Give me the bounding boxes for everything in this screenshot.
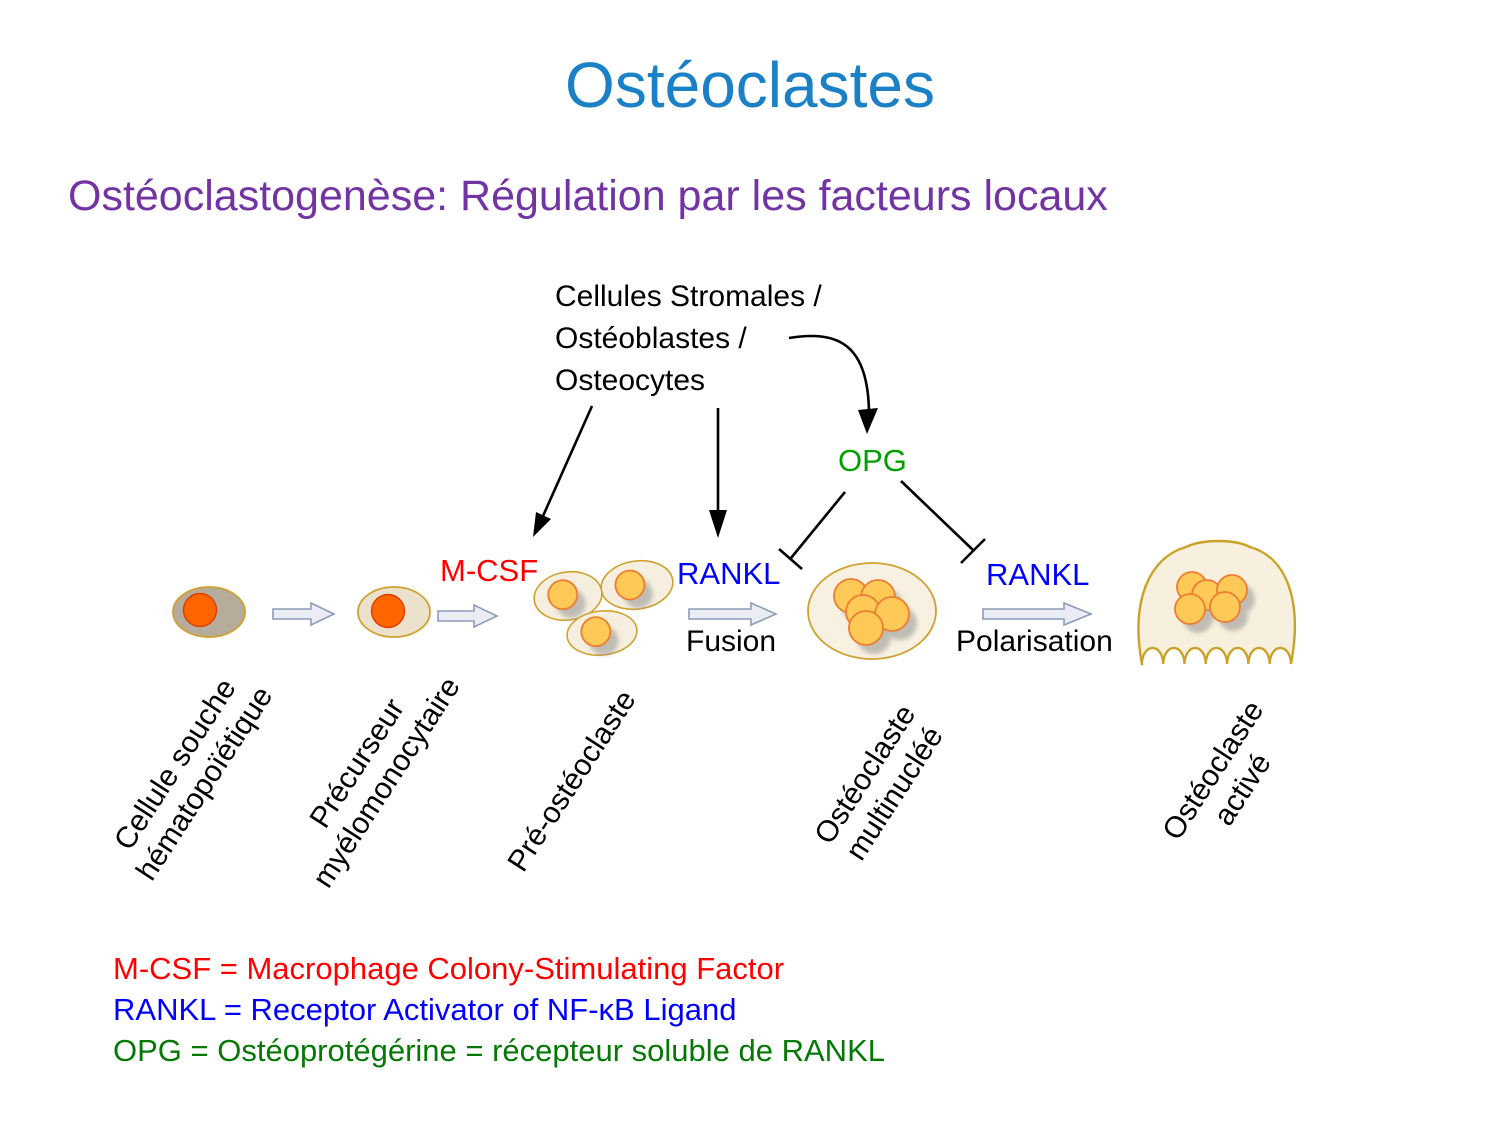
legend-opg: OPG = Ostéoprotégérine = récepteur solub… [113, 1033, 885, 1068]
cell-stem [172, 586, 246, 638]
opg-inhibits-rankl-right [900, 480, 986, 564]
source-cells-line3: Osteocytes [555, 364, 706, 397]
rankl-fusion-label: RANKL [677, 556, 781, 591]
cell-activated [1137, 539, 1296, 666]
legend-mcsf: M-CSF = Macrophage Colony-Stimulating Fa… [113, 951, 785, 986]
block-arrow-2 [437, 603, 499, 629]
polarisation-label: Polarisation [956, 625, 1113, 658]
opg-inhibits-rankl-left [778, 491, 847, 570]
rankl-polarisation-label: RANKL [986, 557, 1090, 592]
arrow-to-rankl [709, 408, 727, 538]
mcsf-label: M-CSF [440, 553, 539, 588]
block-arrow-4 [982, 601, 1094, 627]
slide-subtitle: Ostéoclastogenèse: Régulation par les fa… [68, 172, 1108, 220]
arrow-to-mcsf [533, 405, 594, 537]
cell-multinucleated [807, 562, 937, 660]
opg-label: OPG [838, 443, 907, 478]
fusion-label: Fusion [686, 625, 777, 658]
source-cells-line1: Cellules Stromales / [555, 280, 822, 313]
legend-rankl: RANKL = Receptor Activator of NF-κB Liga… [113, 992, 737, 1027]
cell-preosteoclast [533, 559, 674, 656]
cell-precursor [357, 586, 431, 638]
block-arrow-1 [272, 601, 336, 627]
block-arrow-3 [688, 601, 778, 627]
slide-title: Ostéoclastes [565, 49, 935, 121]
legend: M-CSF = Macrophage Colony-Stimulating Fa… [113, 948, 885, 1071]
source-cells-line2: Ostéoblastes / [555, 322, 747, 355]
source-cells-label: Cellules Stromales / Ostéoblastes / Oste… [555, 276, 822, 402]
arrow-to-opg [788, 334, 878, 434]
